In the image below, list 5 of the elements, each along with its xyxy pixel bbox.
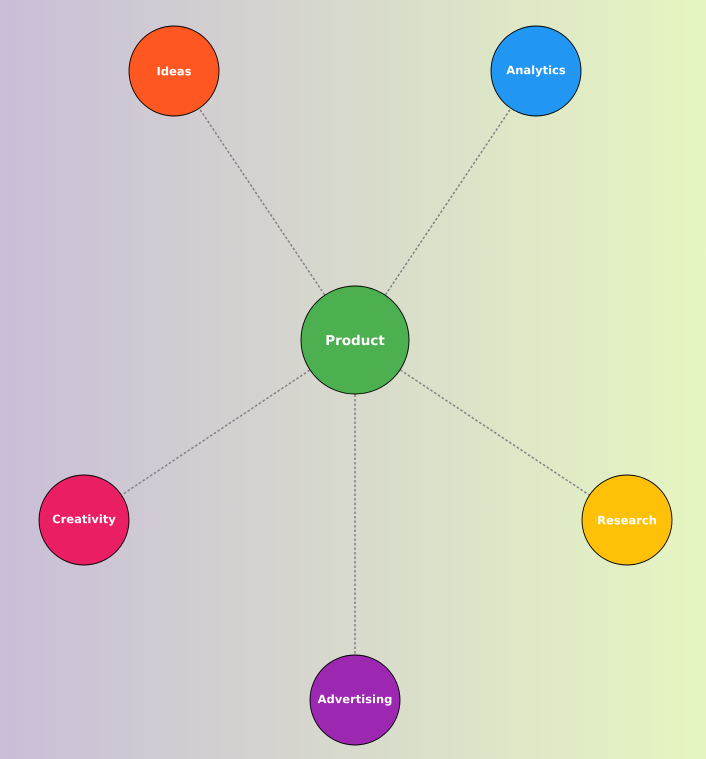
- connector-line: [121, 370, 310, 496]
- connector-line: [384, 108, 512, 296]
- connector-line: [198, 108, 326, 296]
- connector-line: [400, 369, 590, 496]
- connector-line: [354, 394, 356, 655]
